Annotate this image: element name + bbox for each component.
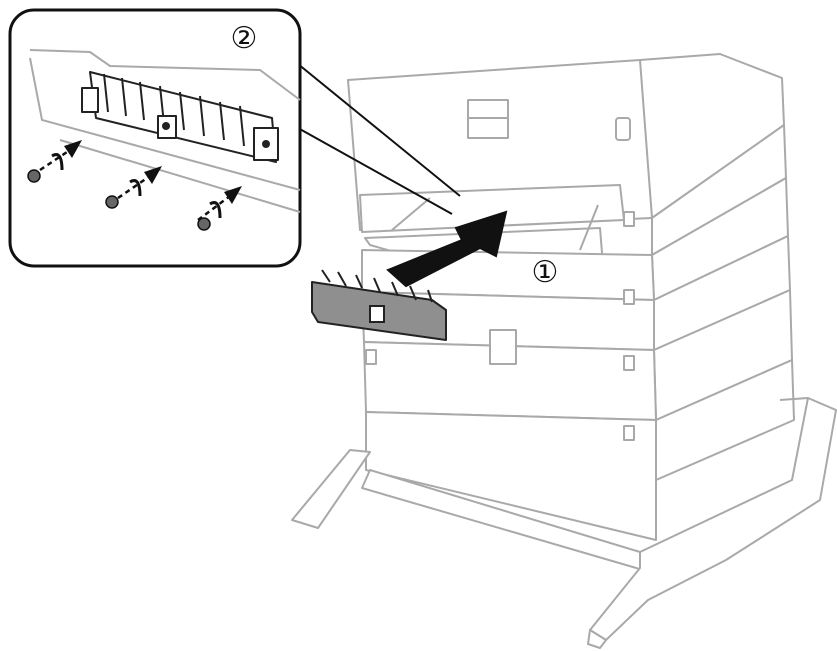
- step-2-label: ②: [231, 21, 258, 56]
- step-1-label: ①: [532, 255, 559, 290]
- installed-cover-detail: [81, 71, 279, 163]
- stand-base-icon: [291, 397, 837, 649]
- rear-cover-part-icon: [311, 269, 447, 341]
- detail-callout-box: ②: [8, 8, 302, 268]
- screw-icon: [27, 140, 242, 231]
- callout-leader-lines: [297, 63, 461, 215]
- printer-unit-icon: [347, 53, 795, 541]
- insert-arrow-icon: [386, 210, 508, 288]
- svg-text:①: ①: [532, 255, 559, 290]
